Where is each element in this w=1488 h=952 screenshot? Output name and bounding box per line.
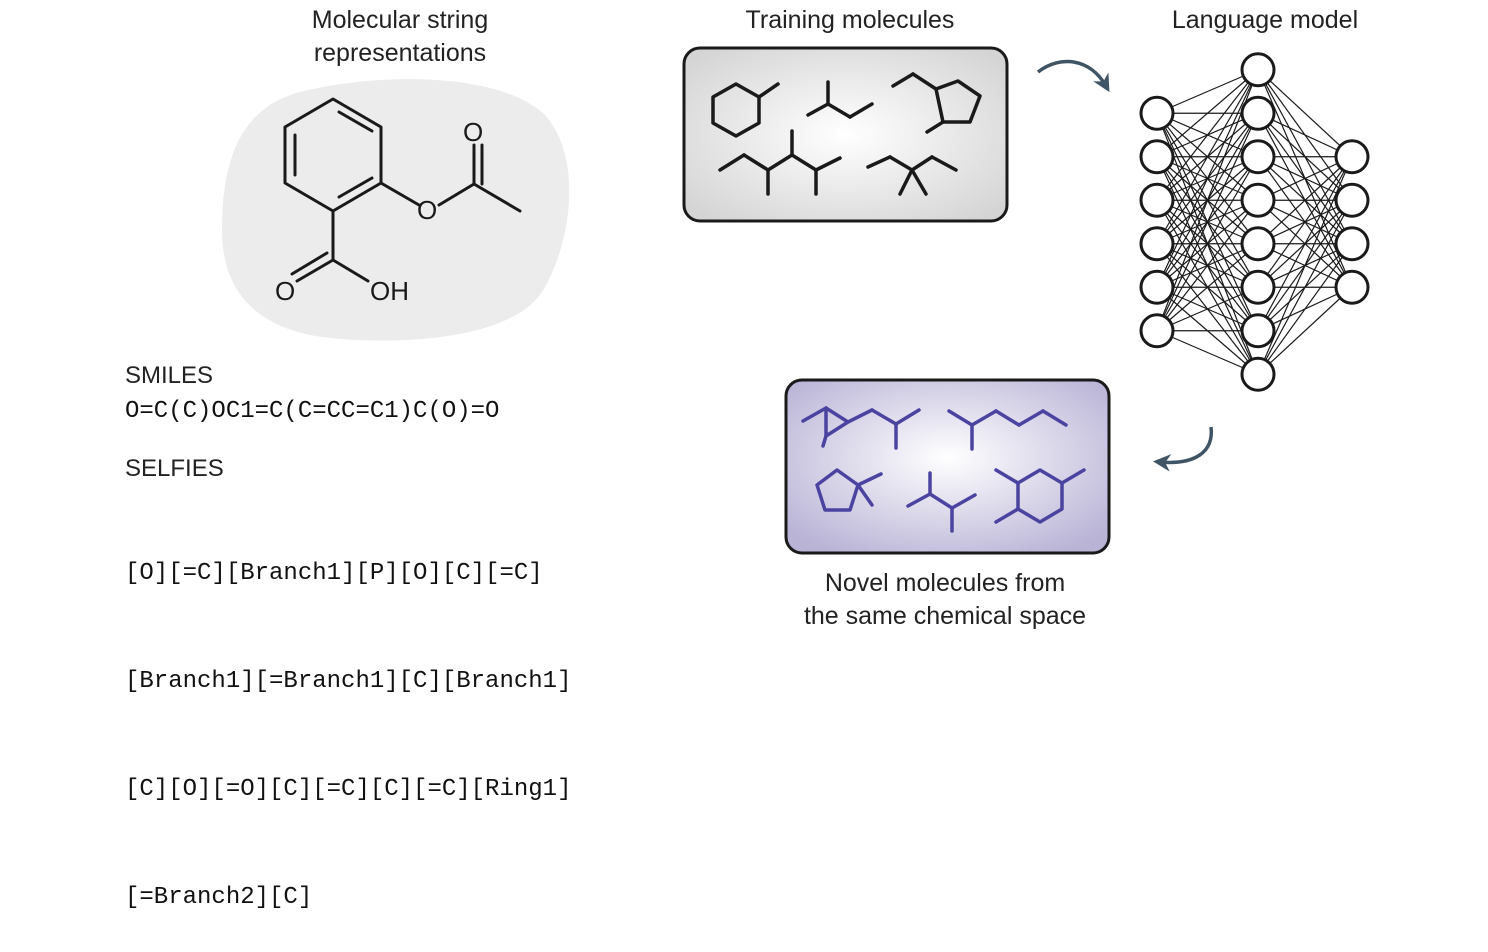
selfies-line-2: [Branch1][=Branch1][C][Branch1] <box>125 668 572 695</box>
network-edge <box>1257 156 1353 288</box>
network-node-l1-1 <box>1139 95 1175 131</box>
novel-molecule-dimethylcyclohexane <box>994 468 1086 524</box>
network-edge <box>1156 69 1259 245</box>
network-edge <box>1156 156 1259 332</box>
training-molecule-methylcyclohexane <box>711 82 780 138</box>
network-node-l2-4 <box>1240 182 1276 218</box>
network-node-l1-5 <box>1139 269 1175 305</box>
benzene-double-2 <box>337 176 374 199</box>
network-edge <box>1156 112 1259 332</box>
training-molecule-cyclopentane <box>891 72 982 134</box>
network-node-l3-4 <box>1334 269 1370 305</box>
network-node-l2-8 <box>1240 356 1276 392</box>
novel-molecule-cyclopropyl <box>801 406 921 450</box>
network-node-l2-1 <box>1240 52 1276 88</box>
network-edge <box>1156 69 1259 114</box>
network-edge <box>1257 156 1353 245</box>
network-edge <box>1257 199 1353 375</box>
network-edge <box>1156 243 1259 332</box>
training-molecule-branched-alkane <box>718 129 842 196</box>
aspirin-structure <box>283 97 522 283</box>
novel-molecules-title: Novel molecules from the same chemical s… <box>770 567 1120 633</box>
network-edge <box>1257 286 1353 375</box>
network-node-l3-2 <box>1334 182 1370 218</box>
acid-oh-bond <box>331 258 370 283</box>
selfies-line-3: [C][O][=O][C][=C][C][=C][Ring1] <box>125 776 572 803</box>
network-edge <box>1257 156 1353 332</box>
novel-molecule-branched-chain <box>947 409 1068 451</box>
network-node-l2-6 <box>1240 269 1276 305</box>
acid-double-b <box>290 251 329 276</box>
arrow-train-to-model <box>1036 59 1110 93</box>
network-node-l2-5 <box>1240 226 1276 262</box>
network-node-l3-1 <box>1334 139 1370 175</box>
network-node-l1-3 <box>1139 182 1175 218</box>
network-edge <box>1156 69 1259 288</box>
smiles-string: O=C(C)OC1=C(C=CC=C1)C(O)=O <box>125 398 500 425</box>
network-node-l2-7 <box>1240 313 1276 349</box>
network-nodes <box>1139 52 1370 392</box>
network-node-l1-2 <box>1139 139 1175 175</box>
network-edge <box>1156 69 1259 201</box>
acid-double-a <box>295 258 335 283</box>
representations-title: Molecular string representations <box>240 4 560 70</box>
network-node-l1-6 <box>1139 313 1175 349</box>
ester-bond-2 <box>437 182 476 207</box>
novel-molecule-cyclopentyl <box>815 468 883 512</box>
training-molecule-isobutane <box>806 80 874 119</box>
network-edge <box>1156 330 1259 375</box>
smiles-label: SMILES <box>125 362 214 389</box>
aspirin-atom-o-acid: O <box>275 276 295 306</box>
selfies-line-4: [=Branch2][C] <box>125 884 313 911</box>
novel-molecules-box <box>784 378 1111 555</box>
methyl-bond <box>472 182 522 213</box>
representations-title-line-2: representations <box>313 39 487 67</box>
training-molecules <box>711 72 982 196</box>
network-edge <box>1257 156 1353 375</box>
selfies-label: SELFIES <box>125 455 224 482</box>
network-edge <box>1156 69 1259 158</box>
network-edge <box>1257 243 1353 375</box>
representations-title-line-1: Molecular string <box>311 6 489 34</box>
selfies-line-1: [O][=C][Branch1][P][O][C][=C] <box>125 560 543 587</box>
aspirin-atom-o-ester: O <box>417 195 437 225</box>
novel-molecules <box>801 406 1086 533</box>
training-molecule-neopentyl <box>866 155 958 196</box>
arrow-model-to-novel <box>1153 426 1213 472</box>
ester-bond-1 <box>379 181 421 207</box>
aspirin-atom-oh: OH <box>370 276 409 306</box>
network-node-l1-4 <box>1139 226 1175 262</box>
benzene-double-1 <box>337 110 374 133</box>
novel-molecule-isobutyl <box>906 471 977 533</box>
network-node-l3-3 <box>1334 226 1370 262</box>
training-molecules-title: Training molecules <box>745 6 955 34</box>
network-node-l2-3 <box>1240 139 1276 175</box>
network-node-l2-2 <box>1240 95 1276 131</box>
diagram-canvas: O O O OH <box>222 46 1370 555</box>
network-edge <box>1156 199 1259 332</box>
language-model-title: Language model <box>1171 6 1359 34</box>
network-edge <box>1156 286 1259 332</box>
novel-title-line-1: Novel molecules from <box>824 569 1066 597</box>
aspirin-atom-o-top: O <box>463 117 483 147</box>
network-edge <box>1257 69 1353 158</box>
novel-title-line-2: the same chemical space <box>803 602 1087 630</box>
